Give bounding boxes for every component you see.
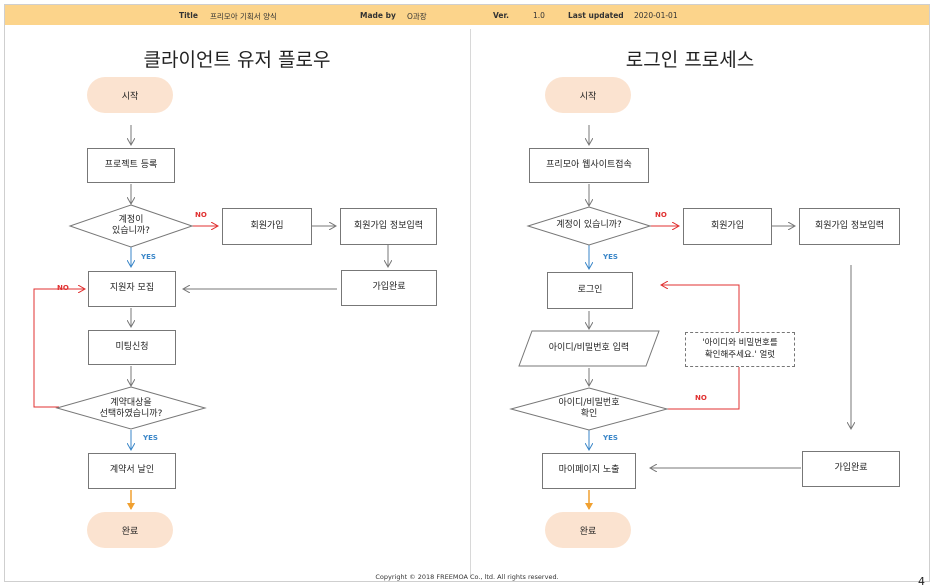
left-end-node: 완료 xyxy=(87,512,173,548)
left-signup: 회원가입 xyxy=(222,208,312,245)
right-signup-info: 회원가입 정보입력 xyxy=(799,208,900,245)
header-updated-value: 2020-01-01 xyxy=(634,11,678,20)
input-shape-id-password xyxy=(518,330,660,367)
left-title: 클라이언트 유저 플로우 xyxy=(143,49,331,71)
right-end-node: 완료 xyxy=(545,512,631,548)
right-start-node: 시작 xyxy=(545,77,631,113)
right-no-label-1: NO xyxy=(655,211,667,219)
arrow-no-loop-to-recruit xyxy=(33,289,85,408)
right-signup: 회원가입 xyxy=(683,208,772,245)
left-start-node: 시작 xyxy=(87,77,173,113)
right-no-label-2: NO xyxy=(695,394,707,402)
decision-check-id-right xyxy=(509,387,669,431)
left-selected-label: 계약대상을 선택하였습니까? xyxy=(99,397,163,419)
connector-lines xyxy=(33,125,931,510)
left-no-label-1: NO xyxy=(195,211,207,219)
right-signup-done: 가입완료 xyxy=(802,451,900,487)
left-signup-info: 회원가입 정보입력 xyxy=(340,208,437,245)
header-updated-label: Last updated xyxy=(568,11,624,20)
column-divider xyxy=(470,29,471,577)
right-mypage: 마이페이지 노출 xyxy=(542,453,636,489)
header-title-value: 프리모아 기획서 양식 xyxy=(210,12,277,21)
decision-has-account-left xyxy=(68,204,194,248)
left-no-label-2: NO xyxy=(57,284,69,292)
header-version-label: Ver. xyxy=(493,11,509,20)
header-title-label: Title xyxy=(179,11,198,20)
left-recruit: 지원자 모집 xyxy=(88,271,176,307)
footer-copyright: Copyright © 2018 FREEMOA Co., ltd. All r… xyxy=(375,573,559,581)
flowchart-page: Title 프리모아 기획서 양식 Made by O과장 Ver. 1.0 L… xyxy=(4,4,931,588)
header-madeby-value: O과장 xyxy=(407,12,427,21)
right-has-account-label: 계정이 있습니까? xyxy=(556,220,622,231)
right-visit-website: 프리모아 웹사이트접속 xyxy=(529,148,649,183)
left-yes-label-2: YES xyxy=(143,434,158,442)
header-madeby-label: Made by xyxy=(360,11,396,20)
left-register-project: 프로젝트 등록 xyxy=(87,148,175,183)
right-input-id-label: 아이디/비밀번호 입력 xyxy=(548,343,630,354)
right-yes-label-1: YES xyxy=(603,253,618,261)
right-login: 로그인 xyxy=(547,272,633,309)
right-alert-note: '아이디와 비밀번호를 확인해주세요.' 얼럿 xyxy=(685,332,795,367)
left-has-account-label: 계정이 있습니까? xyxy=(112,214,150,236)
header-version-value: 1.0 xyxy=(533,11,545,20)
right-yes-label-2: YES xyxy=(603,434,618,442)
decision-has-account-right xyxy=(526,206,652,246)
decision-selected-left xyxy=(55,386,207,430)
left-yes-label-1: YES xyxy=(141,253,156,261)
document-header: Title 프리모아 기획서 양식 Made by O과장 Ver. 1.0 L… xyxy=(5,5,929,25)
right-title: 로그인 프로세스 xyxy=(625,49,755,71)
left-signup-done: 가입완료 xyxy=(341,270,437,306)
page-number: 4 xyxy=(918,575,925,588)
right-check-id-label: 아이디/비밀번호 확인 xyxy=(558,397,620,419)
left-contract: 계약서 날인 xyxy=(88,453,176,489)
left-meeting: 미팅신청 xyxy=(88,330,176,365)
